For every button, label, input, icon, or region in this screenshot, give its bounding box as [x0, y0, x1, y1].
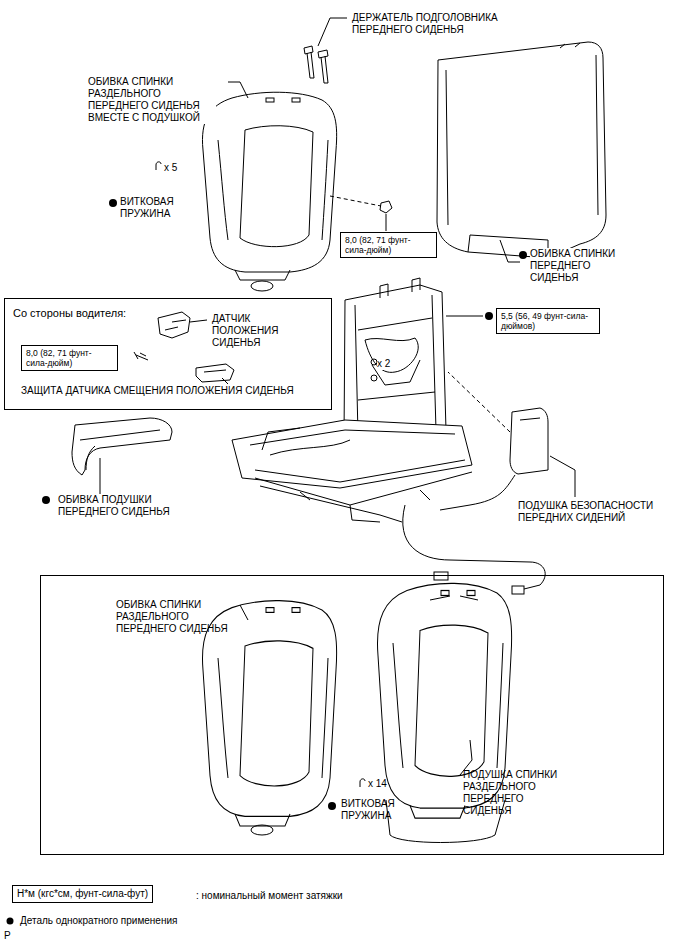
torque-box: 8,0 (82, 71 фунт-сила-дюйм) — [340, 232, 437, 258]
legend-text: : номинальный момент затяжки — [196, 890, 343, 902]
inset-heading: Со стороны водителя: — [13, 307, 126, 320]
legend-sample-box: Н*м (кгс*см, фунт-сила-фут) — [12, 885, 153, 903]
part-label: ДЕРЖАТЕЛЬ ПОДГОЛОВНИКА ПЕРЕДНЕГО СИДЕНЬЯ — [352, 12, 517, 36]
inset-box: ОБИВКА СПИНКИ РАЗДЕЛЬНОГО ПЕРЕДНЕГО СИДЕ… — [40, 575, 664, 855]
part-label: ДАТЧИК ПОЛОЖЕНИЯ СИДЕНЬЯ — [212, 313, 294, 349]
part-label: ОБИВКА ПОДУШКИ ПЕРЕДНЕГО СИДЕНЬЯ — [58, 494, 190, 518]
back-cover — [437, 42, 606, 258]
headrest-holder — [304, 46, 328, 83]
torque-value: 8,0 (82, 71 фунт-сила-дюйм) — [26, 348, 113, 368]
part-label: ВИТКОВАЯ ПРУЖИНА — [120, 196, 200, 220]
page-code: P — [4, 930, 11, 942]
quantity-label: x 2 — [377, 358, 390, 370]
leader-line — [100, 18, 575, 775]
single-use-mark — [7, 199, 528, 925]
part-label: ОБИВКА СПИНКИ РАЗДЕЛЬНОГО ПЕРЕДНЕГО СИДЕ… — [116, 599, 241, 635]
cushion-cover — [72, 418, 172, 475]
legend-text: Деталь однократного применения — [20, 915, 177, 927]
torque-box: 8,0 (82, 71 фунт-сила-дюйм) — [21, 345, 118, 371]
torque-box: 5,5 (56, 49 фунт-сила-дюймов) — [496, 308, 600, 334]
legend-sample-text: Н*м (кгс*см, фунт-сила-фут) — [17, 888, 148, 900]
torque-value: 5,5 (56, 49 фунт-сила-дюймов) — [501, 311, 595, 331]
torque-value: 8,0 (82, 71 фунт-сила-дюйм) — [345, 235, 432, 255]
seat-frame — [232, 278, 472, 522]
quantity-label: x 14 — [368, 778, 387, 790]
part-label: ЗАЩИТА ДАТЧИКА СМЕЩЕНИЯ ПОЛОЖЕНИЯ СИДЕНЬ… — [21, 385, 294, 397]
part-label: ПОДУШКА БЕЗОПАСНОСТИ ПЕРЕДНИХ СИДЕНИЙ — [518, 500, 668, 524]
part-label: ПОДУШКА СПИНКИ РАЗДЕЛЬНОГО ПЕРЕДНЕГО СИД… — [463, 769, 573, 817]
quantity-label: x 5 — [164, 162, 177, 174]
airbag-module — [440, 372, 548, 510]
part-label: ВИТКОВАЯ ПРУЖИНА — [341, 798, 421, 822]
inset-box: Со стороны водителя: ДАТЧИК ПОЛОЖЕНИЯ СИД… — [4, 298, 332, 410]
part-label: ОБИВКА СПИНКИ ПЕРЕДНЕГО СИДЕНЬЯ — [530, 248, 630, 284]
part-label: ОБИВКА СПИНКИ РАЗДЕЛЬНОГО ПЕРЕДНЕГО СИДЕ… — [88, 76, 216, 124]
